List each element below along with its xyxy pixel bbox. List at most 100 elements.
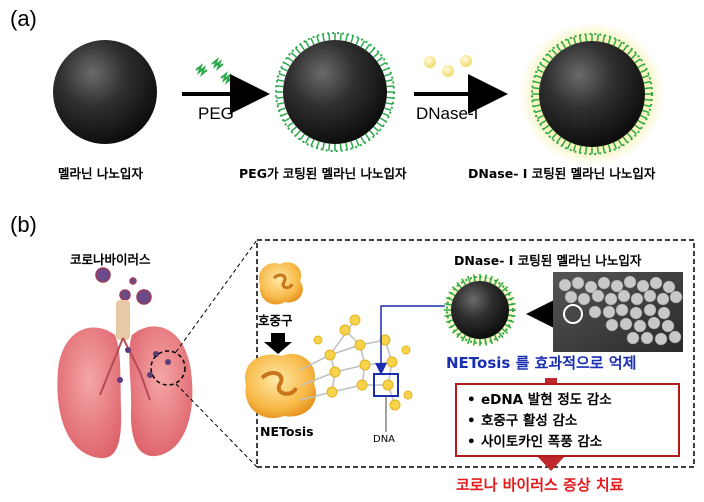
arrow-2-label: DNase-I [416,104,479,123]
peg-strand [584,34,588,42]
peg-strand [626,48,633,56]
peg-strand [350,141,354,149]
dnase-dot-icons [424,55,472,77]
zoom-box [256,239,695,468]
peg-strand [637,119,645,125]
peg-strand [566,38,572,46]
peg-strand [444,314,452,317]
peg-strand [445,319,454,324]
dna-label: DNA [373,434,396,445]
peg-strand [630,53,638,60]
peg-strand [290,126,297,133]
peg-strand [572,144,577,152]
neutrophil-label: 호중구 [258,313,293,328]
particle-1-caption: 멜라닌 나노입자 [58,166,143,181]
peg-strand [286,56,294,63]
virus-icons [95,267,152,305]
peg-strand [566,142,572,150]
peg-strand [448,323,456,329]
sem-image [553,272,683,352]
peg-strand [364,133,371,141]
peg-strand [617,41,623,49]
peg-squiggle-icons [195,57,233,85]
peg-strand [276,96,284,99]
peg-strand [321,34,325,42]
peg-strand [276,85,284,88]
peg-strand [321,142,325,150]
peg-strand [556,45,562,52]
peg-strand [596,146,600,154]
blue-connector [375,305,445,375]
peg-strand [534,109,542,114]
peg-strand [612,142,618,150]
peg-strand [386,96,394,99]
virus-label: 코로나바이러스 [70,252,151,267]
peg-strand [533,80,541,84]
peg-strand [385,78,393,82]
peg-strand [543,124,550,130]
peg-strand [350,35,354,43]
peg-strand [310,37,315,45]
peg-strand [644,86,652,90]
peg-strand [532,98,540,102]
peg-strand [461,278,467,286]
peg-strand [551,132,558,140]
peg-strand [360,136,366,144]
peg-strand [561,139,567,147]
peg-strand [532,86,540,90]
peg-strand [504,291,512,297]
peg-strand [379,61,387,67]
peg-strand [290,51,297,58]
dna-net [299,319,396,406]
netosis-label: NETosis [260,424,314,439]
peg-strand [328,33,331,41]
peg-strand [382,112,390,117]
peg-strand [506,319,515,324]
peg-strand [316,141,320,149]
peg-strand [294,130,301,137]
peg-strand [501,328,509,334]
peg-strand [456,331,462,339]
effect-item: •eDNA 발현 정도 감소 [467,392,612,408]
dna-nodes [313,314,413,411]
peg-strand [461,334,467,342]
peg-strand [451,286,459,292]
peg-strand [299,133,306,141]
peg-strand [360,40,366,48]
peg-strand [626,132,633,140]
peg-strand [596,34,600,42]
peg-strand [456,281,462,289]
peg-strand [489,275,494,284]
peg-strand [642,74,650,79]
peg-strand [316,35,320,43]
peg-strand [622,45,628,52]
peg-strand [355,139,360,147]
peg-strand [373,126,380,133]
peg-strand [339,33,342,41]
peg-strand [546,53,554,60]
peg-strand [607,144,612,152]
peg-strand [561,41,567,49]
peg-strand [578,145,582,153]
neutrophil-icon [258,262,303,305]
coated-particle-b [442,272,518,348]
peg-strand [385,102,393,106]
peg-strand [640,114,648,120]
peg-strand [556,136,562,143]
peg-strand [546,128,554,135]
peg-strand [345,34,349,42]
peg-strand [283,61,291,67]
peg-strand [539,63,547,69]
netosis-neutrophil-icon [244,353,317,419]
peg-strand [473,338,476,346]
peg-strand [602,35,606,43]
peg-strand [328,143,331,151]
peg-strand [310,139,315,147]
peg-strand [534,74,542,79]
peg-strand [536,68,544,74]
suppress-text: NETosis 를 효과적으로 억제 [446,354,637,372]
peg-strand [630,128,638,135]
peg-strand [444,303,452,306]
peg-strand [445,296,454,301]
